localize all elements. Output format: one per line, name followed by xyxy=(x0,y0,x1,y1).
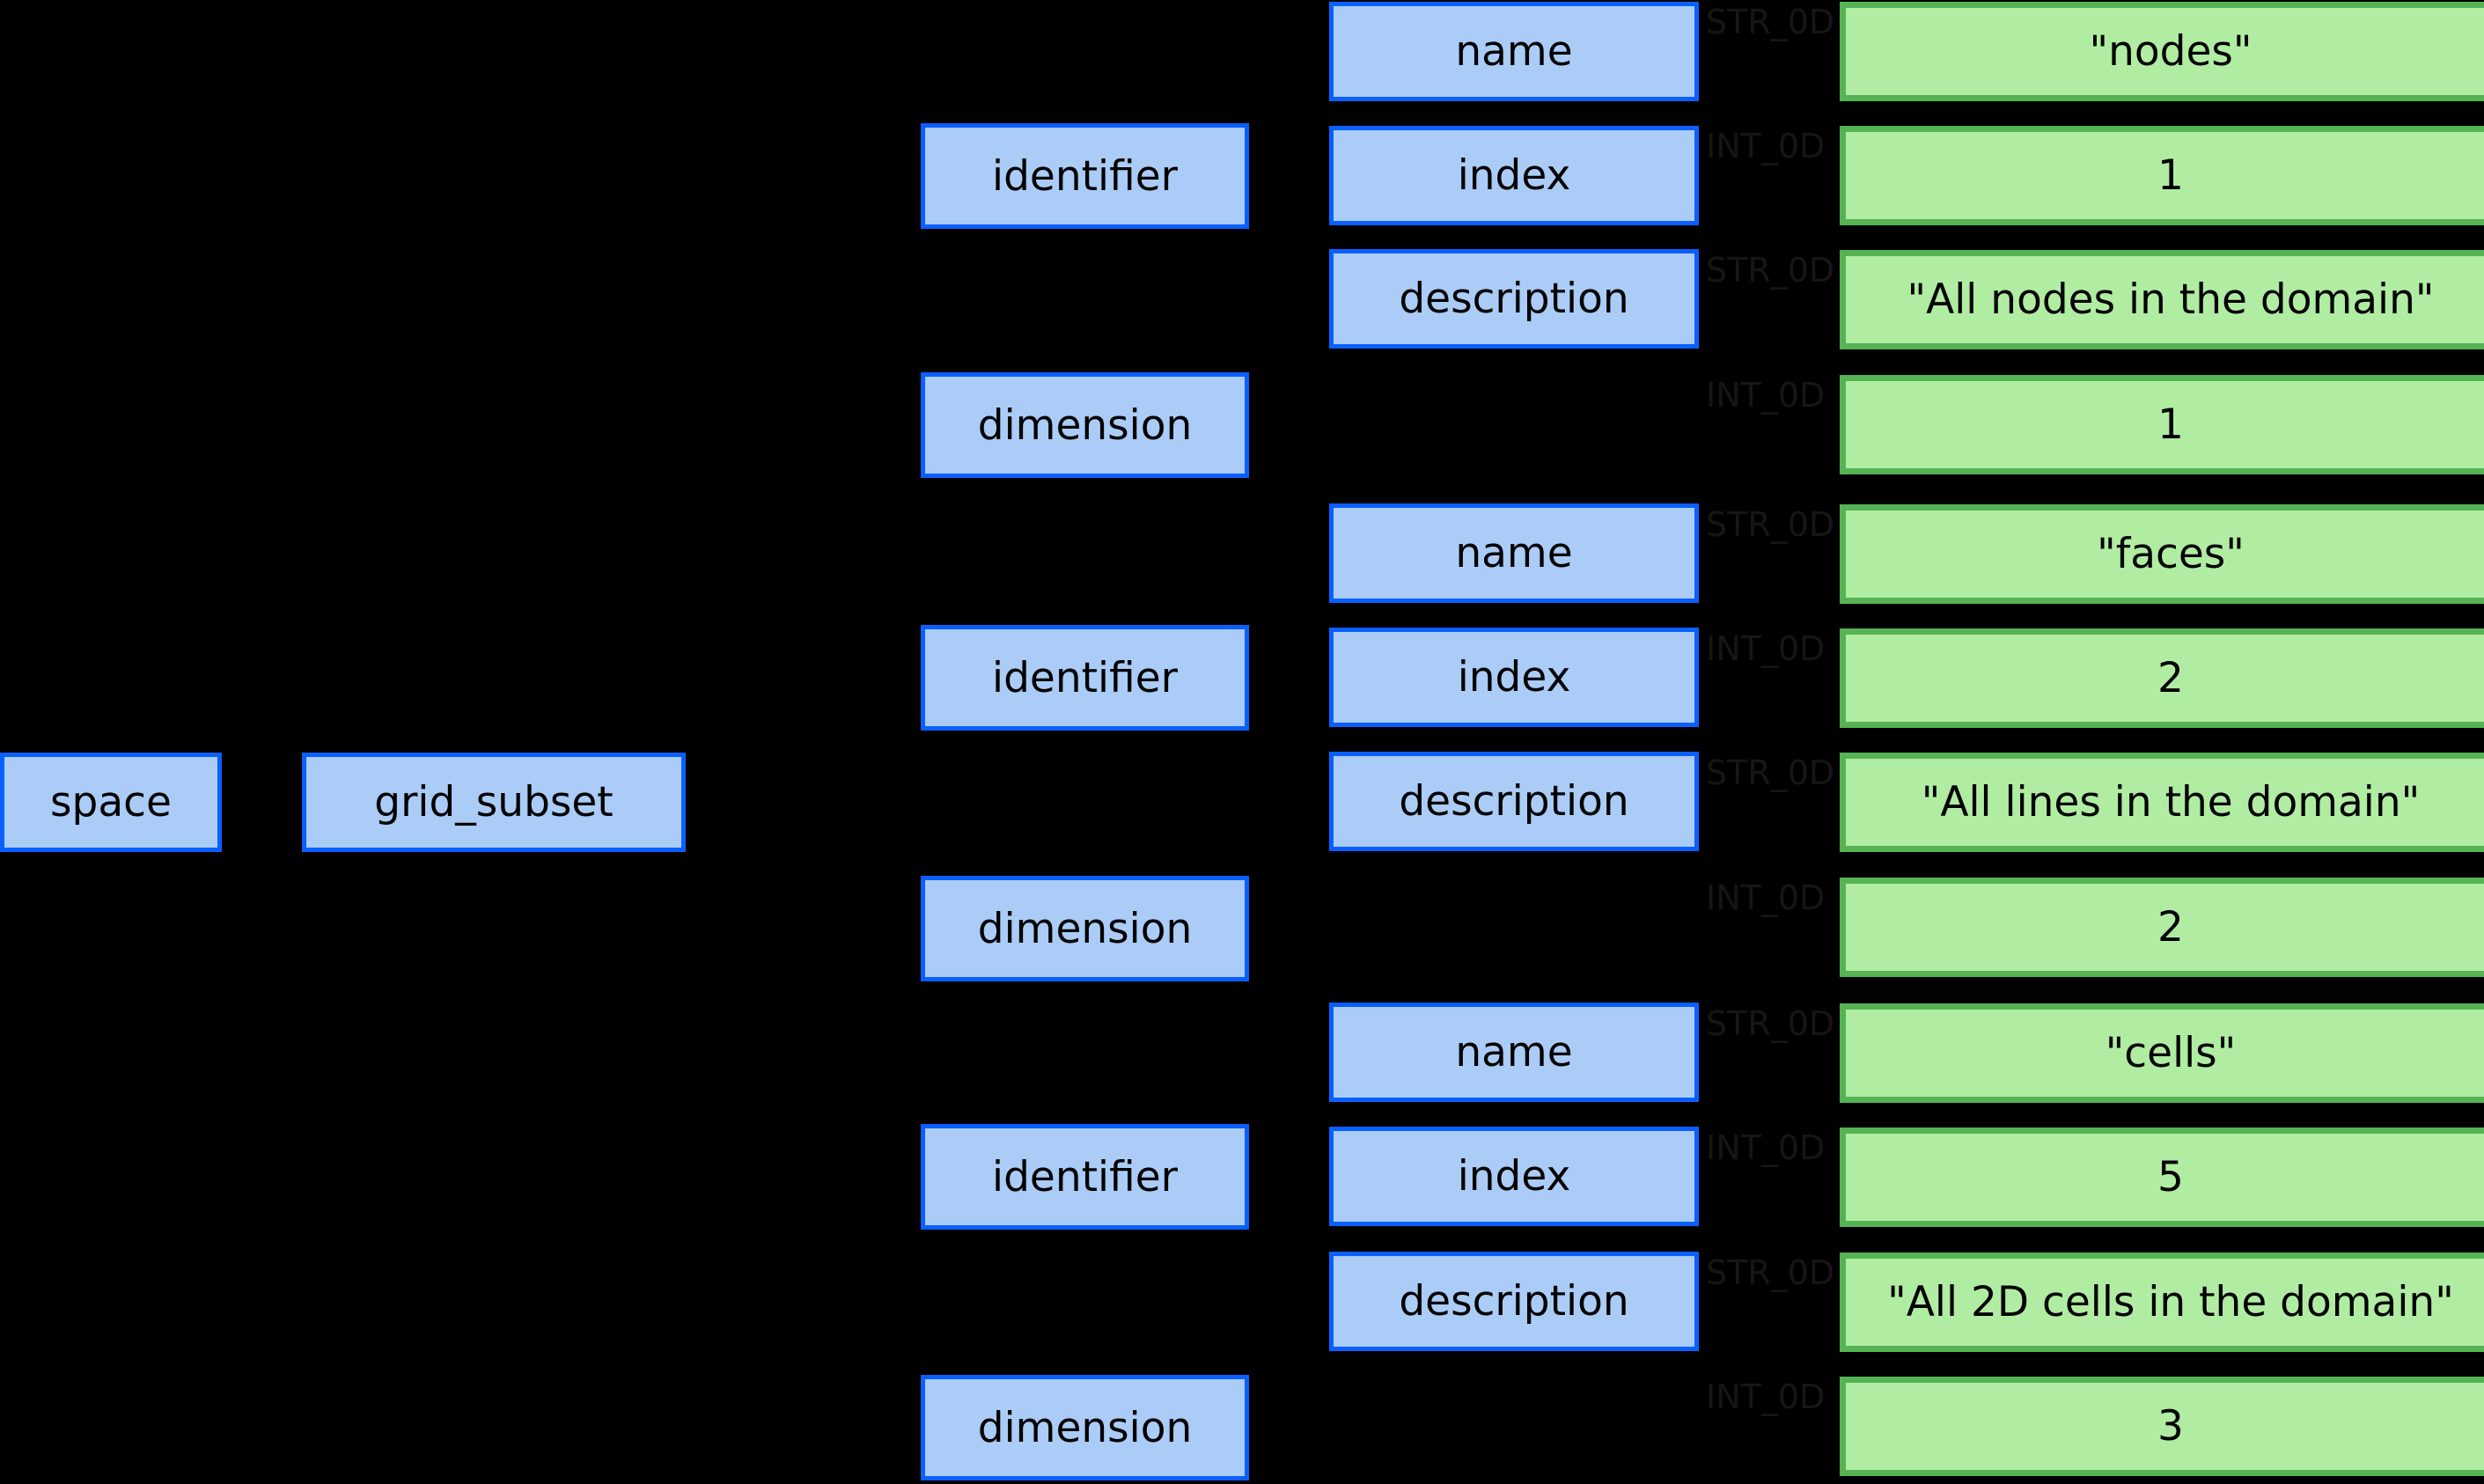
edge-type-label: STR_0D xyxy=(1706,1253,1835,1292)
node-index-3[interactable]: index xyxy=(1329,1127,1699,1226)
edge-type-label: STR_0D xyxy=(1706,1004,1835,1043)
node-dimension-3[interactable]: dimension xyxy=(921,1375,1249,1480)
value-node-description-3-label: "All 2D cells in the domain" xyxy=(1887,1278,2454,1326)
node-index-2-label: index xyxy=(1457,653,1571,702)
edge-type-label: STR_0D xyxy=(1706,753,1835,792)
connector-identifier-branch-1 xyxy=(1249,176,1334,180)
connector-grid_subset-branch xyxy=(686,802,915,806)
value-node-name-1-label: "nodes" xyxy=(2089,27,2253,76)
value-node-index-1-label: 1 xyxy=(2157,151,2184,200)
node-description-1[interactable]: description xyxy=(1329,249,1699,349)
node-identifier-3[interactable]: identifier xyxy=(921,1124,1249,1230)
value-node-index-3[interactable]: 5 xyxy=(1840,1128,2484,1227)
value-node-description-2-label: "All lines in the domain" xyxy=(1921,778,2421,826)
connector-field-value xyxy=(1694,802,1840,806)
edge-type-label: INT_0D xyxy=(1706,1128,1826,1167)
connector-identifier-branch-2 xyxy=(1249,678,1334,682)
edge-type-label: STR_0D xyxy=(1706,3,1835,41)
value-node-description-1-label: "All nodes in the domain" xyxy=(1907,275,2435,324)
node-dimension-2-label: dimension xyxy=(977,904,1193,953)
node-name-3[interactable]: name xyxy=(1329,1003,1699,1102)
node-name-2[interactable]: name xyxy=(1329,503,1699,603)
node-dimension-1-label: dimension xyxy=(977,400,1193,450)
connector-field-value xyxy=(1694,299,1840,304)
node-dimension-1[interactable]: dimension xyxy=(921,372,1249,478)
connector-space-grid_subset xyxy=(222,802,301,806)
value-node-description-1[interactable]: "All nodes in the domain" xyxy=(1840,250,2484,349)
value-node-dimension-1[interactable]: 1 xyxy=(1840,375,2484,474)
value-node-index-2-label: 2 xyxy=(2157,654,2184,702)
value-node-dimension-1-label: 1 xyxy=(2157,400,2184,449)
node-index-1[interactable]: index xyxy=(1329,126,1699,225)
connector-field-value xyxy=(1694,554,1840,558)
node-index-3-label: index xyxy=(1457,1152,1571,1201)
value-node-name-3[interactable]: "cells" xyxy=(1840,1003,2484,1103)
node-description-2-label: description xyxy=(1399,777,1629,826)
edge-type-label: INT_0D xyxy=(1706,629,1826,668)
node-index-2[interactable]: index xyxy=(1329,628,1699,727)
node-space[interactable]: space xyxy=(0,753,222,852)
node-identifier-2-label: identifier xyxy=(992,653,1178,702)
value-node-dimension-3-label: 3 xyxy=(2157,1402,2184,1451)
value-node-index-2[interactable]: 2 xyxy=(1840,628,2484,728)
value-node-dimension-2[interactable]: 2 xyxy=(1840,878,2484,977)
connector-dimension-value-3 xyxy=(1249,1428,1839,1432)
value-node-description-3[interactable]: "All 2D cells in the domain" xyxy=(1840,1253,2484,1352)
edge-type-label: STR_0D xyxy=(1706,251,1835,290)
edge-type-label: INT_0D xyxy=(1706,127,1826,165)
connector-field-value xyxy=(1694,1053,1840,1057)
connector-dimension-value-1 xyxy=(1249,425,1839,430)
value-node-description-2[interactable]: "All lines in the domain" xyxy=(1840,753,2484,852)
node-description-3[interactable]: description xyxy=(1329,1252,1699,1351)
node-dimension-2[interactable]: dimension xyxy=(921,876,1249,981)
value-node-name-2-label: "faces" xyxy=(2097,530,2245,578)
node-identifier-1-label: identifier xyxy=(992,151,1178,201)
connector-field-value xyxy=(1694,1302,1840,1306)
node-name-2-label: name xyxy=(1455,529,1573,577)
edge-type-label: INT_0D xyxy=(1706,878,1826,917)
edge-type-label: STR_0D xyxy=(1706,505,1835,544)
node-identifier-3-label: identifier xyxy=(992,1152,1178,1201)
connector-field-value xyxy=(1694,175,1840,180)
node-description-3-label: description xyxy=(1399,1277,1629,1326)
connector-field-value xyxy=(1694,51,1840,55)
node-grid-subset-label: grid_subset xyxy=(374,778,614,826)
node-description-1-label: description xyxy=(1399,275,1629,323)
edge-type-label: INT_0D xyxy=(1706,1377,1826,1416)
node-space-label: space xyxy=(50,778,172,826)
value-node-name-1[interactable]: "nodes" xyxy=(1840,2,2484,101)
value-node-dimension-2-label: 2 xyxy=(2157,903,2184,951)
node-name-3-label: name xyxy=(1455,1028,1573,1076)
node-name-1-label: name xyxy=(1455,27,1573,76)
value-node-index-1[interactable]: 1 xyxy=(1840,126,2484,225)
connector-field-value xyxy=(1694,678,1840,682)
value-node-name-3-label: "cells" xyxy=(2105,1029,2237,1077)
connector-field-value xyxy=(1694,1177,1840,1181)
node-identifier-2[interactable]: identifier xyxy=(921,625,1249,731)
value-node-dimension-3[interactable]: 3 xyxy=(1840,1377,2484,1476)
node-identifier-1[interactable]: identifier xyxy=(921,123,1249,229)
node-grid-subset[interactable]: grid_subset xyxy=(302,753,686,852)
node-description-2[interactable]: description xyxy=(1329,752,1699,851)
value-node-name-2[interactable]: "faces" xyxy=(1840,504,2484,604)
node-index-1-label: index xyxy=(1457,151,1571,200)
connector-dimension-value-2 xyxy=(1249,929,1839,933)
edge-type-label: INT_0D xyxy=(1706,376,1826,415)
node-name-1[interactable]: name xyxy=(1329,2,1699,101)
value-node-index-3-label: 5 xyxy=(2157,1153,2184,1201)
connector-identifier-branch-3 xyxy=(1249,1177,1334,1181)
node-dimension-3-label: dimension xyxy=(977,1403,1193,1452)
